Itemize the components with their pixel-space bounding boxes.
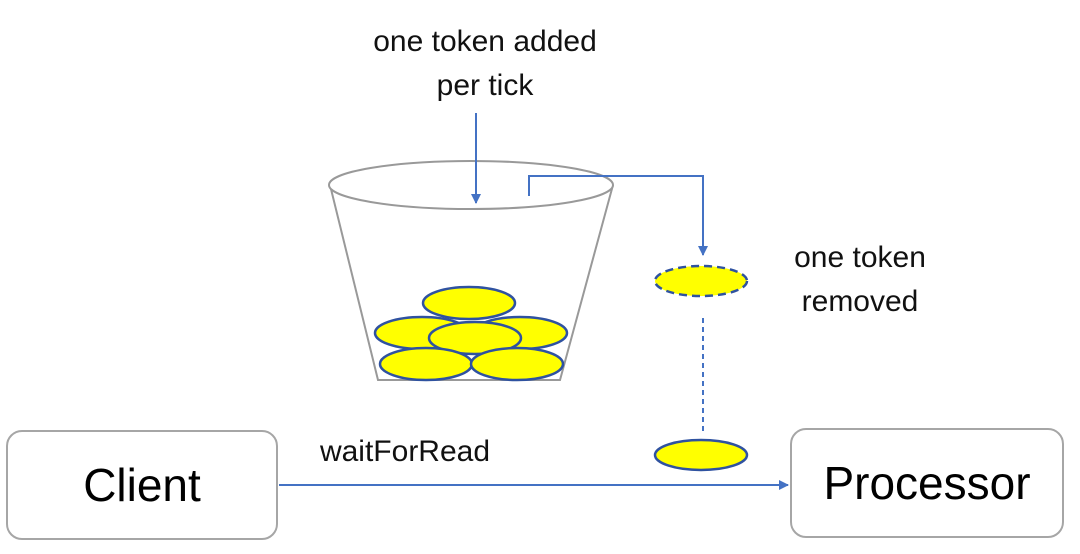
bucket bbox=[328, 160, 614, 381]
bucket-rim bbox=[328, 160, 614, 210]
removed-token bbox=[653, 264, 749, 298]
token-added-line-2: per tick bbox=[436, 69, 534, 102]
client-box: Client bbox=[6, 430, 278, 540]
token bbox=[427, 320, 523, 356]
token-added-label: one token added per tick bbox=[330, 20, 640, 108]
wait-for-read-label: waitForRead bbox=[319, 435, 491, 468]
token-removed-label: one token removed bbox=[760, 236, 960, 324]
bucket-body bbox=[329, 184, 614, 381]
remove-token-arrow bbox=[528, 175, 708, 256]
token-removed-line-1: one token bbox=[794, 241, 926, 274]
token-added-line-1: one token added bbox=[373, 25, 597, 58]
client-label: Client bbox=[83, 459, 201, 511]
processor-box: Processor bbox=[790, 428, 1064, 538]
token bbox=[421, 285, 517, 321]
token bbox=[469, 346, 565, 382]
bucket-tokens bbox=[373, 285, 569, 382]
token-in-transit bbox=[653, 438, 749, 472]
token-removed-line-2: removed bbox=[801, 285, 919, 318]
token bbox=[378, 346, 474, 382]
processor-label: Processor bbox=[823, 457, 1031, 509]
